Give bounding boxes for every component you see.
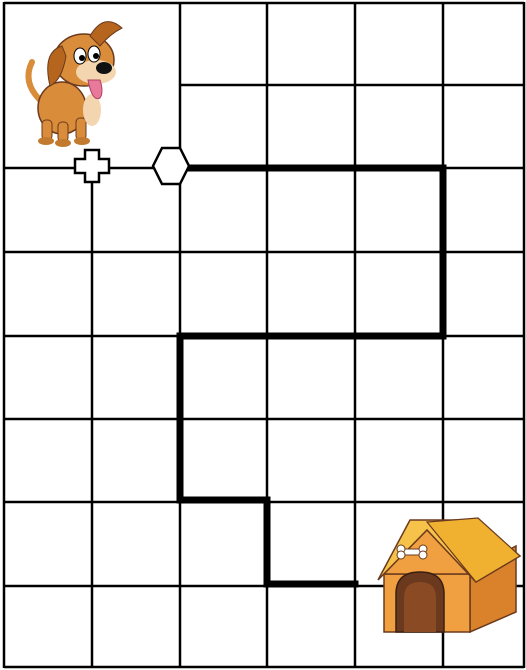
hexagon-marker-icon <box>153 148 189 184</box>
